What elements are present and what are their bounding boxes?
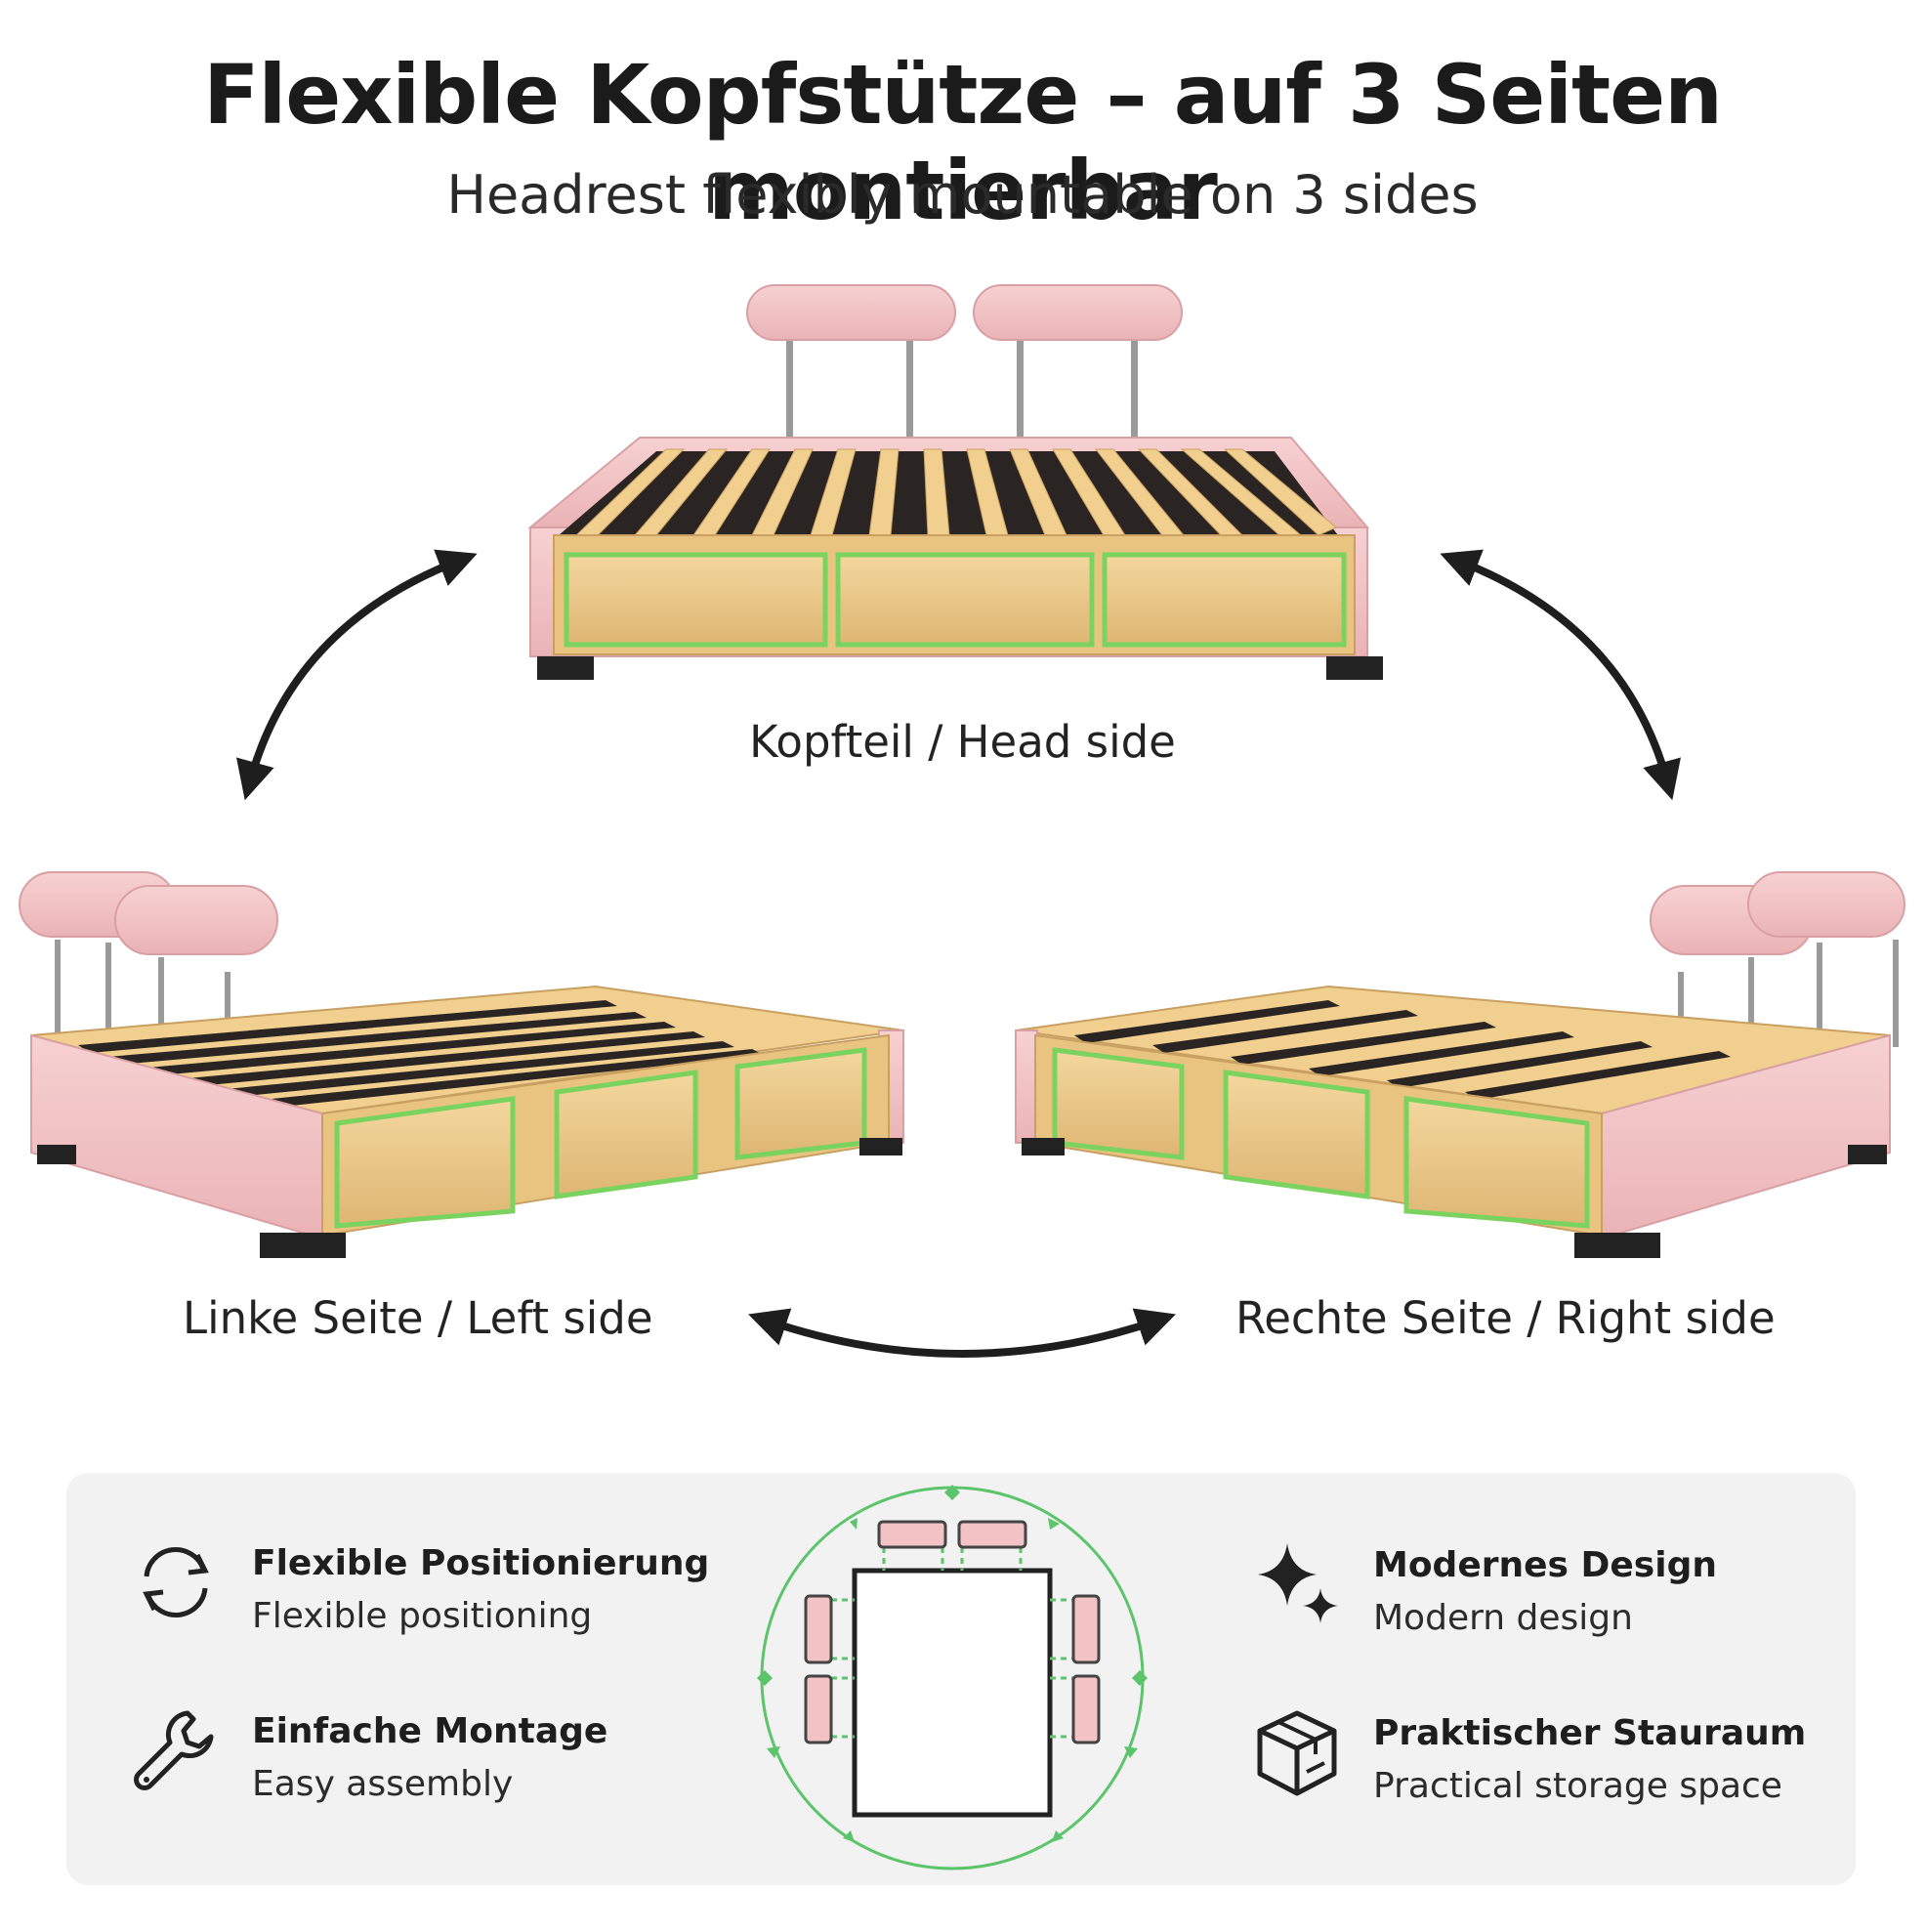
box-icon — [1257, 1710, 1337, 1796]
feature-title: Modernes Design — [1373, 1545, 1717, 1585]
rotate-arrows-icon — [143, 1547, 209, 1617]
arrow-left-to-right — [748, 1308, 1176, 1358]
caption-left-side: Linke Seite / Left side — [183, 1292, 653, 1344]
arrow-head-to-left — [236, 549, 478, 801]
headrest-position-diagram — [757, 1485, 1148, 1870]
feature-subtitle: Easy assembly — [252, 1764, 514, 1804]
page-title: Flexible Kopfstütze – auf 3 Seiten monti… — [203, 47, 1723, 238]
bed-left-side — [19, 871, 904, 1258]
arrow-head-to-right — [1440, 549, 1681, 801]
feature-title: Flexible Positionierung — [252, 1543, 710, 1583]
bed-head-side — [527, 284, 1383, 680]
sparkle-icon — [1258, 1543, 1338, 1623]
feature-subtitle: Practical storage space — [1373, 1766, 1782, 1806]
caption-right-side: Rechte Seite / Right side — [1235, 1292, 1776, 1344]
slats-top — [574, 448, 1337, 536]
bed-right-side — [1015, 871, 1905, 1258]
caption-head-side: Kopfteil / Head side — [749, 716, 1176, 768]
feature-subtitle: Flexible positioning — [252, 1596, 593, 1636]
page-subtitle: Headrest flexibly mountable on 3 sides — [446, 164, 1479, 226]
wrench-icon — [134, 1710, 214, 1790]
feature-title: Einfache Montage — [252, 1711, 608, 1751]
feature-subtitle: Modern design — [1373, 1598, 1633, 1638]
headrest-pair-top — [746, 284, 1183, 456]
feature-title: Praktischer Stauraum — [1373, 1713, 1807, 1753]
